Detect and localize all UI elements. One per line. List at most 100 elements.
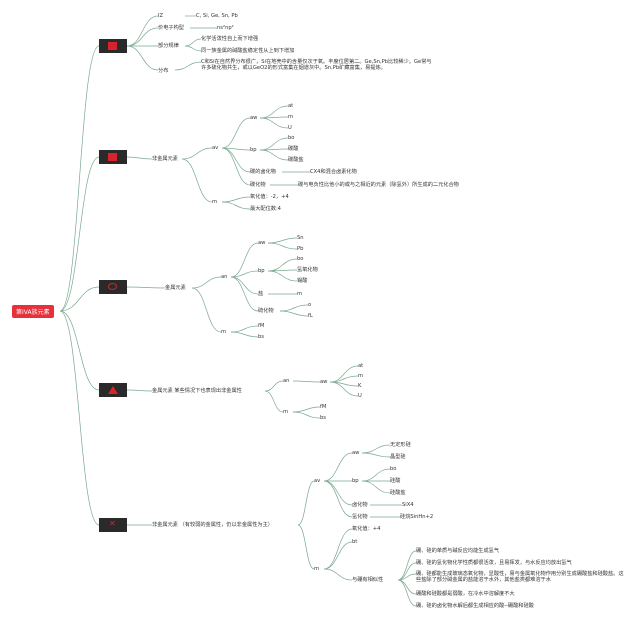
node-av[interactable]: av xyxy=(314,478,321,484)
node-sulfide[interactable]: 硫化物 xyxy=(258,308,274,314)
node-m[interactable]: m xyxy=(314,566,320,572)
connector xyxy=(292,380,321,383)
node-an[interactable]: an xyxy=(221,274,228,280)
connector xyxy=(264,390,284,413)
connector xyxy=(126,45,159,71)
node-m[interactable]: m xyxy=(283,409,289,415)
connector xyxy=(221,201,251,210)
leaf-carbonic-acid: 碳酸 xyxy=(288,146,299,152)
node-aw[interactable]: aw xyxy=(320,379,328,385)
node-boron-similarity[interactable]: 与硼有相似性 xyxy=(352,577,384,583)
connector xyxy=(292,411,321,419)
section-3-circle-icon[interactable] xyxy=(99,280,127,294)
connector xyxy=(279,310,309,317)
leaf-stannic-acid: 锡酸 xyxy=(297,278,308,284)
root-node[interactable]: 第IVA族元素 xyxy=(12,305,54,318)
node-aw[interactable]: aw xyxy=(250,115,258,121)
node-m[interactable]: m xyxy=(212,199,218,205)
connector xyxy=(184,45,202,52)
leaf-carbonate: 碳酸盐 xyxy=(288,157,304,163)
node-aw[interactable]: aw xyxy=(352,450,360,456)
section-5-cross-icon[interactable]: ✕ xyxy=(99,518,127,532)
connector xyxy=(397,573,417,581)
connector xyxy=(221,147,251,151)
connector xyxy=(361,444,391,454)
node-av[interactable]: av xyxy=(212,145,219,151)
connector xyxy=(361,452,391,458)
leaf-pb: Pb xyxy=(297,246,304,252)
node-an[interactable]: an xyxy=(283,378,290,384)
connector xyxy=(230,270,259,278)
node-metal-nonmetallic[interactable]: 金属元素 某些情况下也表现出非金属性 xyxy=(152,388,242,394)
connector xyxy=(126,389,153,392)
node-halide[interactable]: 卤化物 xyxy=(352,502,368,508)
connector xyxy=(329,381,359,397)
node-m[interactable]: m xyxy=(221,329,227,335)
connector xyxy=(126,286,166,289)
connector xyxy=(297,524,315,570)
node-nonmetal-weak-metallic[interactable]: 非金属元素 （有较弱的金属性，仍以非金属性为主） xyxy=(152,522,273,528)
node-rules[interactable]: 部分规律 xyxy=(158,43,179,49)
section-4-flame-icon[interactable] xyxy=(99,383,127,397)
connector xyxy=(184,38,202,47)
node-valence-value: ns²np² xyxy=(217,25,234,31)
leaf-fm: fM xyxy=(258,323,265,329)
connector xyxy=(191,287,222,333)
node-salt[interactable]: 盐 xyxy=(258,291,264,297)
node-rule-2: 同一族金属的碱酸盐稳定性从上到下增加 xyxy=(201,48,295,54)
node-aw[interactable]: aw xyxy=(258,240,266,246)
leaf-hydroxide: 氢氧化物 xyxy=(297,267,318,273)
root-link xyxy=(59,156,100,312)
leaf-fl: fL xyxy=(308,313,313,319)
node-metal[interactable]: 金属元素 xyxy=(165,285,186,291)
leaf-fm: fM xyxy=(320,404,327,410)
connector xyxy=(267,270,298,282)
connector xyxy=(230,242,259,278)
connector xyxy=(361,480,391,494)
connector xyxy=(126,156,153,160)
leaf-amorphous-si: 无定形硅 xyxy=(390,442,411,448)
node-carbon-halide[interactable]: 碳的卤化物 xyxy=(250,169,276,175)
connector xyxy=(323,480,353,506)
node-bp[interactable]: bp xyxy=(352,478,359,484)
connector xyxy=(230,325,259,333)
node-distribution[interactable]: 分布 xyxy=(158,68,169,74)
connector xyxy=(397,550,417,581)
connector xyxy=(323,452,353,482)
leaf-u: U xyxy=(358,393,362,399)
connector xyxy=(259,117,289,129)
connector xyxy=(221,117,251,149)
connector xyxy=(361,468,391,482)
leaf-silicate: 硅酸盐 xyxy=(390,490,406,496)
connector xyxy=(323,568,353,581)
connector xyxy=(259,149,289,161)
node-nonmetal[interactable]: 非金属元素 xyxy=(152,156,178,162)
node-carbide[interactable]: 碳化物 xyxy=(250,182,266,188)
root-link xyxy=(59,310,100,526)
connector xyxy=(230,276,259,295)
leaf-similarity-1: 硼、硅的单质与碱反应均能生成氢气 xyxy=(416,548,500,554)
connector xyxy=(259,105,289,119)
node-bp[interactable]: bp xyxy=(258,268,265,274)
leaf-crystal-si: 晶型硅 xyxy=(390,454,406,460)
connector xyxy=(221,147,251,186)
node-bp[interactable]: bp xyxy=(250,147,257,153)
leaf-similarity-4: 硼酸和硅酸都是弱酸，在冷水中溶解度不大 xyxy=(416,591,515,597)
node-iz[interactable]: IZ xyxy=(158,13,164,19)
connector xyxy=(267,237,298,244)
leaf-coordination: 最大配位数:4 xyxy=(250,206,281,212)
node-hydride[interactable]: 氢化物 xyxy=(352,514,368,520)
node-valence[interactable]: 价电子构型 xyxy=(158,25,184,31)
section-1-square-icon[interactable] xyxy=(99,39,127,53)
node-oxidation-4[interactable]: 氧化值：+4 xyxy=(352,526,381,532)
leaf-u: U xyxy=(288,125,292,131)
connector xyxy=(126,15,159,47)
leaf-at: at xyxy=(288,103,294,109)
connector xyxy=(221,196,251,203)
node-bt[interactable]: bt xyxy=(352,539,358,545)
connector xyxy=(230,276,259,312)
root-link xyxy=(59,286,100,312)
section-2-square-icon[interactable] xyxy=(99,150,127,164)
leaf-silicic-acid: 硅酸 xyxy=(390,478,401,484)
connector xyxy=(323,480,353,518)
